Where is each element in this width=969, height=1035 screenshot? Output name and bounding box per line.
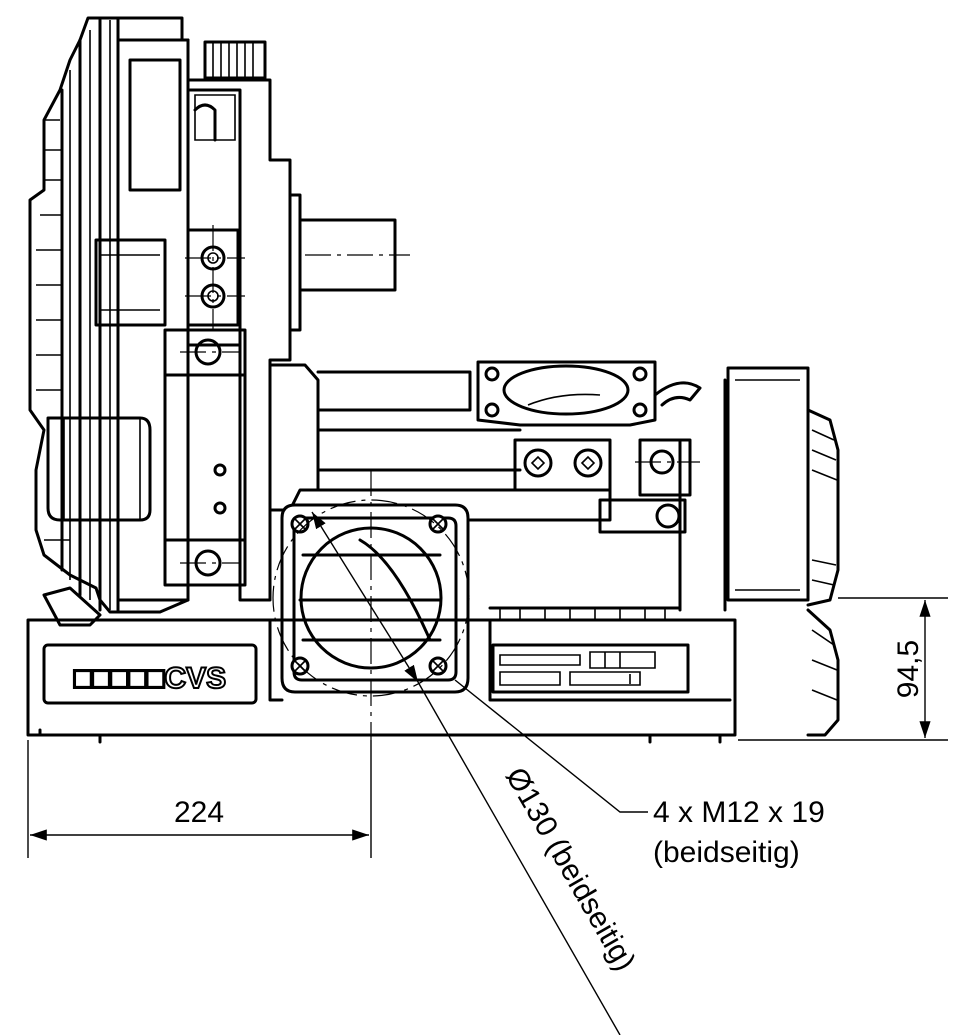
dimension-diameter: Ø130 (beidseitig) [311,511,642,1035]
thread-label-line1: 4 x M12 x 19 [653,796,825,829]
dimension-width: 224 [27,740,372,858]
thread-callout: 4 x M12 x 19 (beidseitig) [454,679,825,869]
right-mechanism [268,360,840,737]
square-flange [272,470,470,740]
center-upper-block [163,40,410,602]
diameter-dimension-label: Ø130 (beidseitig) [499,762,642,976]
base-plate: □□□□□CVS [26,606,737,744]
thread-label-line2: (beidseitig) [653,836,800,869]
width-dimension-label: 224 [174,796,224,829]
logo-text: □□□□□CVS [74,662,226,695]
dimension-height: 94,5 [738,597,948,741]
height-dimension-label: 94,5 [892,640,925,698]
